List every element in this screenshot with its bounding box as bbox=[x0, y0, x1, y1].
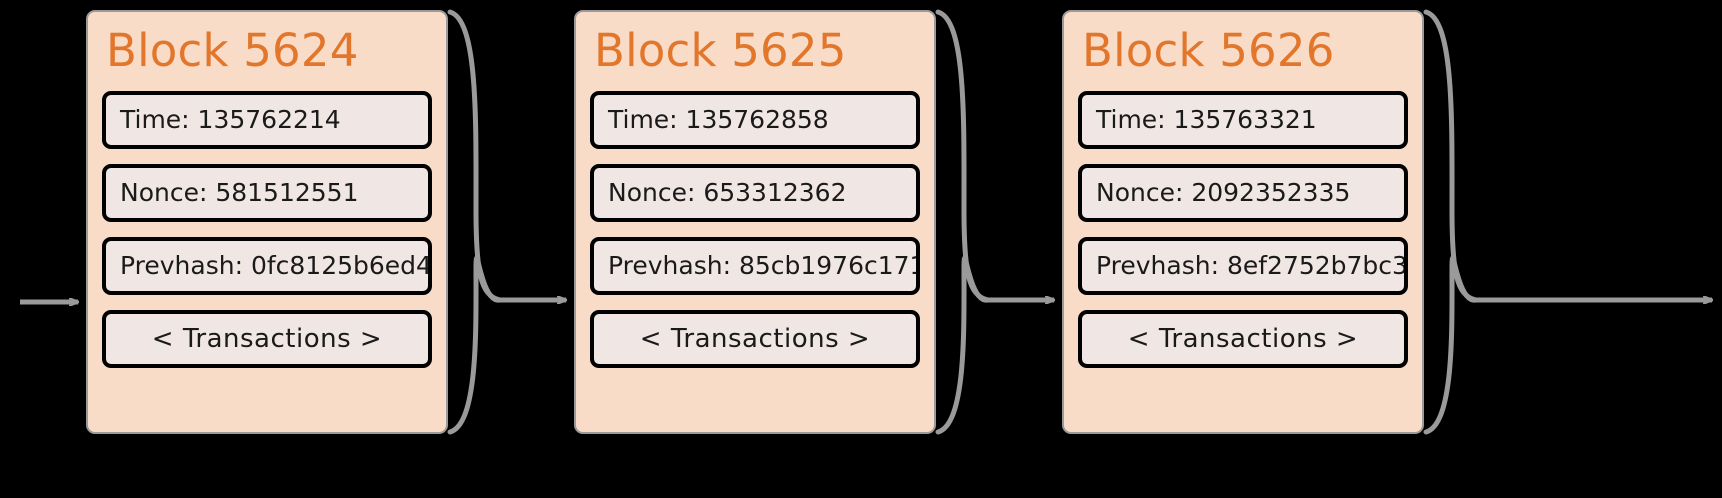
field-time: Time: 135762858 bbox=[590, 91, 920, 149]
field-nonce: Nonce: 581512551 bbox=[102, 164, 432, 222]
field-transactions[interactable]: < Transactions > bbox=[102, 310, 432, 368]
connector-5625-to-5626 bbox=[935, 9, 1054, 435]
field-transactions[interactable]: < Transactions > bbox=[590, 310, 920, 368]
field-prevhash: Prevhash: 0fc8125b6ed4 bbox=[102, 237, 432, 295]
field-time: Time: 135763321 bbox=[1078, 91, 1408, 149]
field-nonce-text: Nonce: 2092352335 bbox=[1096, 178, 1351, 207]
field-prevhash-text: Prevhash: 85cb1976c171 bbox=[608, 251, 920, 280]
block-card-5626[interactable]: Block 5626 Time: 135763321 Nonce: 209235… bbox=[1062, 10, 1424, 434]
block-card-5625[interactable]: Block 5625 Time: 135762858 Nonce: 653312… bbox=[574, 10, 936, 434]
field-transactions-text: < Transactions > bbox=[1127, 324, 1359, 354]
block-fields: Time: 135762214 Nonce: 581512551 Prevhas… bbox=[88, 91, 446, 368]
field-nonce: Nonce: 653312362 bbox=[590, 164, 920, 222]
field-prevhash-text: Prevhash: 8ef2752b7bc3 bbox=[1096, 251, 1408, 280]
field-nonce-text: Nonce: 581512551 bbox=[120, 178, 359, 207]
field-time-text: Time: 135762858 bbox=[608, 105, 829, 134]
field-transactions[interactable]: < Transactions > bbox=[1078, 310, 1408, 368]
block-title: Block 5625 bbox=[594, 24, 847, 77]
field-prevhash: Prevhash: 85cb1976c171 bbox=[590, 237, 920, 295]
block-card-5624[interactable]: Block 5624 Time: 135762214 Nonce: 581512… bbox=[86, 10, 448, 434]
field-time-text: Time: 135762214 bbox=[120, 105, 341, 134]
block-title: Block 5624 bbox=[106, 24, 359, 77]
field-nonce: Nonce: 2092352335 bbox=[1078, 164, 1408, 222]
connector-5624-to-5625 bbox=[447, 9, 566, 435]
connector-5626-outgoing bbox=[1423, 9, 1712, 435]
field-nonce-text: Nonce: 653312362 bbox=[608, 178, 847, 207]
block-fields: Time: 135763321 Nonce: 2092352335 Prevha… bbox=[1064, 91, 1422, 368]
field-prevhash-text: Prevhash: 0fc8125b6ed4 bbox=[120, 251, 432, 280]
field-transactions-text: < Transactions > bbox=[639, 324, 871, 354]
field-prevhash: Prevhash: 8ef2752b7bc3 bbox=[1078, 237, 1408, 295]
field-transactions-text: < Transactions > bbox=[151, 324, 383, 354]
block-title: Block 5626 bbox=[1082, 24, 1335, 77]
field-time: Time: 135762214 bbox=[102, 91, 432, 149]
field-time-text: Time: 135763321 bbox=[1096, 105, 1317, 134]
block-fields: Time: 135762858 Nonce: 653312362 Prevhas… bbox=[576, 91, 934, 368]
